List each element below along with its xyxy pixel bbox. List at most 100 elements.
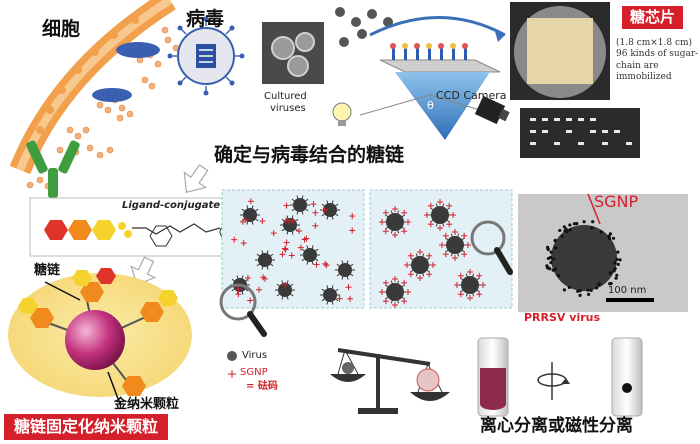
sgnp-mark xyxy=(401,209,408,216)
sgnp-mark xyxy=(392,232,398,238)
sugar-chain-label: 糖链 xyxy=(34,263,61,278)
sgnp-mark xyxy=(446,202,453,209)
tube-after-separation xyxy=(611,337,643,417)
sgnp-mark xyxy=(283,202,290,209)
sgnp-mark xyxy=(321,206,328,213)
scale-bar-label: 100 nm xyxy=(608,285,647,296)
tube-before-separation xyxy=(477,337,509,417)
magnifier-icon-left xyxy=(219,283,267,337)
virus-label: 病毒 xyxy=(186,8,225,30)
chip-readout-image xyxy=(520,108,640,158)
sgnp-mark xyxy=(310,201,317,208)
sgnp-mark xyxy=(457,291,464,298)
prrsv-label: PRRSV virus xyxy=(524,311,601,324)
sgnp-mark xyxy=(405,219,411,225)
sgnp-mark xyxy=(401,279,408,286)
sgnp-mark xyxy=(242,216,249,223)
glycan-nanoparticle-tag: 糖链固定化纳米颗粒 xyxy=(4,414,169,440)
sgnp-mark xyxy=(349,227,356,234)
ligand-conjugate-label: Ligand-conjugate xyxy=(122,200,221,211)
cultured-virus-image xyxy=(262,22,324,84)
separation-label: 离心分离或磁性分离 xyxy=(480,416,633,436)
sgnp-mark xyxy=(442,232,449,239)
sgnp-mark xyxy=(407,252,414,259)
glycan-nanoparticle xyxy=(8,268,192,405)
sgnp-mark xyxy=(323,262,330,269)
sgnp-mark xyxy=(427,202,434,209)
sgnp-mark xyxy=(244,274,251,281)
sgnp-mark xyxy=(279,251,286,258)
sgnp-mark xyxy=(476,291,483,298)
sgnp-mark xyxy=(260,274,267,281)
sgnp-pointer xyxy=(587,193,601,225)
sgnp-mark xyxy=(322,260,329,267)
rotation-arrow-icon xyxy=(537,362,570,400)
sgnp-mark xyxy=(417,275,423,281)
sgnp-mark xyxy=(457,272,464,279)
sgnp-mark xyxy=(247,198,254,205)
sgnp-mark xyxy=(426,252,433,259)
antibody-y-shape xyxy=(26,140,80,198)
sgnp-mark xyxy=(450,212,456,218)
sgnp-mark xyxy=(417,249,423,255)
legend xyxy=(227,351,237,378)
sgnp-mark xyxy=(247,297,254,304)
chip-info: (1.8 cm×1.8 cm) 96 kinds of sugar- chain… xyxy=(616,38,699,82)
virus-spiky-particle xyxy=(428,203,452,227)
sgnp-mark xyxy=(382,209,389,216)
free-particles xyxy=(230,195,356,305)
sgnp-mark xyxy=(430,262,436,268)
virus-spiky-particle xyxy=(320,200,340,220)
receptor-lower xyxy=(92,88,132,102)
virus-particle xyxy=(167,16,245,96)
virus-spiky-particle xyxy=(458,273,482,297)
sgnp-mark xyxy=(256,286,263,293)
sgnp-mark xyxy=(379,219,385,225)
tem-image xyxy=(518,194,688,312)
sgnp-mark xyxy=(407,271,414,278)
virus-spiky-particle xyxy=(240,205,260,225)
sgnp-mark xyxy=(312,209,319,216)
sgnp-mark xyxy=(476,272,483,279)
sgnp-mark xyxy=(286,218,293,225)
tem-sgnp-label: SGNP xyxy=(594,192,639,211)
sgnp-mark xyxy=(439,242,445,248)
sgnp-mark xyxy=(313,261,320,268)
legend-virus-label: Virus xyxy=(242,350,268,361)
virus-spiky-particle xyxy=(300,245,320,265)
sgnp-mark xyxy=(270,230,277,237)
sgnp-mark xyxy=(401,298,408,305)
sgnp-mark xyxy=(437,225,443,231)
sgnp-mark xyxy=(281,245,288,252)
legend-sgnp-label: SGNP xyxy=(240,367,268,378)
sgnp-mark xyxy=(349,213,356,220)
gold-nanoparticle-label: 金纳米颗粒 xyxy=(114,397,180,412)
sgnp-mark xyxy=(446,221,453,228)
sgnp-mark xyxy=(467,295,473,301)
determine-glycan-label: 确定与病毒结合的糖链 xyxy=(214,144,405,166)
sgnp-mark xyxy=(461,232,468,239)
sgnp-mark xyxy=(465,242,471,248)
sgnp-mark xyxy=(288,252,295,259)
sgnp-mark xyxy=(480,282,486,288)
sgnp-mark xyxy=(231,236,238,243)
down-arrow-2 xyxy=(130,256,157,286)
balance-scale xyxy=(330,348,450,414)
glycan-cluster-bottom xyxy=(122,376,146,396)
sgnp-mark xyxy=(437,199,443,205)
sgnp-mark xyxy=(345,284,352,291)
sgnp-mark xyxy=(312,222,319,229)
glycochip-tag: 糖芯片 xyxy=(622,6,684,29)
sgnp-mark xyxy=(297,244,304,251)
sgnp-mark xyxy=(392,206,398,212)
sgnp-mark xyxy=(392,302,398,308)
sgnp-mark xyxy=(382,279,389,286)
sgnp-mark xyxy=(282,281,289,288)
glycan-cluster-top xyxy=(72,268,116,302)
sgnp-mark xyxy=(235,291,242,298)
virus-spiky-particle xyxy=(383,280,407,304)
down-arrow-1 xyxy=(183,164,209,194)
virus-spiky-particle xyxy=(335,260,355,280)
